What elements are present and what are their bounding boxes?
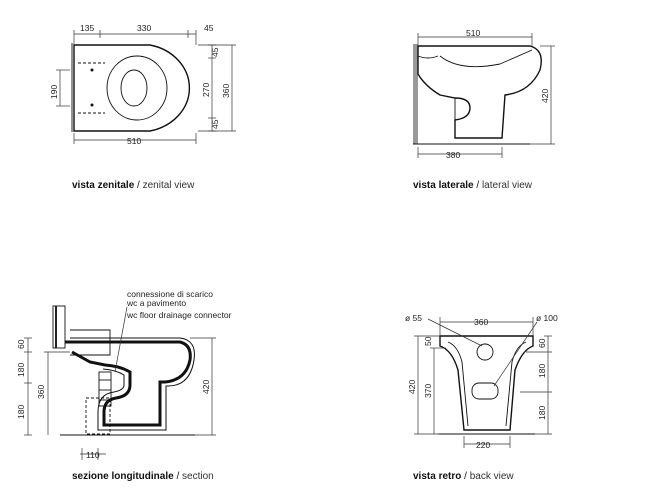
dim-180-section-lower: 180: [16, 405, 26, 419]
dim-380: 380: [446, 150, 460, 160]
dim-110: 110: [86, 450, 100, 460]
caption-back-view-bold: vista retro: [413, 471, 462, 482]
pipe-line: [417, 55, 439, 59]
dim-420-side: 420: [540, 89, 550, 103]
dim-135: 135: [80, 23, 94, 33]
leader-d55: [427, 318, 483, 347]
dim-180-back-lower: 180: [537, 406, 547, 420]
dim-45-right-top: 45: [210, 47, 220, 57]
inlet-connector: [70, 329, 111, 356]
dim-45-right-bottom: 45: [210, 119, 220, 129]
dim-360-section: 360: [36, 385, 46, 399]
dim-420-back: 420: [407, 380, 417, 394]
seat-outline: [106, 55, 168, 121]
dim-50: 50: [423, 336, 433, 346]
caption-separator: /: [173, 471, 183, 482]
cistern-pipe: [52, 305, 66, 349]
bowl-side-outline: [417, 45, 542, 139]
dim-330: 330: [137, 23, 151, 33]
dim-45-top: 45: [204, 23, 214, 33]
dim-510-side: 510: [466, 28, 480, 38]
dim-d55: ø 55: [405, 313, 422, 323]
leader-d100: [493, 321, 538, 387]
caption-section-view-light: section: [182, 471, 214, 482]
caption-top-view-bold: vista zenitale: [72, 180, 135, 191]
caption-section-view-bold: sezione longitudinale: [72, 471, 174, 482]
dim-360: 360: [221, 84, 231, 98]
dim-60-back: 60: [537, 338, 547, 348]
dim-60-section: 60: [16, 339, 26, 349]
drain-connector: [98, 371, 112, 407]
bowl-opening: [120, 69, 148, 107]
dim-420-section: 420: [201, 380, 211, 394]
dim-370: 370: [423, 384, 433, 398]
dim-270: 270: [201, 83, 211, 97]
caption-separator: /: [461, 471, 470, 482]
body-inner-left: [447, 341, 469, 427]
back-view: 360 ø 55 ø 100 420 370 50 60 180 180 220: [405, 313, 558, 450]
dim-360-back: 360: [474, 317, 488, 327]
caption-top-view: vista zenitale / zenital view: [72, 180, 194, 191]
dim-190: 190: [49, 85, 59, 99]
fixing-hole: [90, 68, 94, 72]
outlet-hole: [471, 382, 499, 400]
caption-separator: /: [134, 180, 143, 191]
bowl-outline: [73, 44, 191, 132]
inlet-hole: [476, 343, 494, 361]
fixing-hole: [90, 103, 94, 107]
caption-separator: /: [473, 180, 482, 191]
body-inner-right: [505, 341, 527, 427]
note-line-2: wc a pavimento: [126, 298, 186, 308]
dim-510-bottom: 510: [127, 136, 141, 146]
rim-line: [439, 49, 533, 68]
dim-180-back-upper: 180: [537, 364, 547, 378]
caption-top-view-light: zenital view: [142, 180, 195, 191]
caption-side-view: vista laterale / lateral view: [413, 180, 532, 191]
top-view: 135 330 45 190 45 270 45 360 510: [49, 23, 236, 146]
section-view: connessione di scarico wc a pavimento wc…: [16, 289, 232, 460]
side-view: 510 420 380: [413, 28, 555, 160]
caption-side-view-light: lateral view: [481, 180, 532, 191]
leader-line: [114, 306, 128, 373]
floor-drain: [85, 397, 111, 435]
wall: [413, 44, 418, 144]
bowl-section: [65, 340, 192, 427]
note-line-1: connessione di scarico: [127, 289, 213, 299]
caption-back-view: vista retro / back view: [413, 471, 514, 482]
caption-section-view: sezione longitudinale / section: [72, 471, 214, 482]
note-line-3: wc floor drainage connector: [126, 310, 232, 320]
caption-back-view-light: back view: [469, 471, 514, 482]
dim-180-section-upper: 180: [16, 363, 26, 377]
dim-d100: ø 100: [536, 313, 558, 323]
dim-220: 220: [476, 440, 490, 450]
caption-side-view-bold: vista laterale: [413, 180, 474, 191]
bowl-section-outer: [70, 337, 195, 431]
